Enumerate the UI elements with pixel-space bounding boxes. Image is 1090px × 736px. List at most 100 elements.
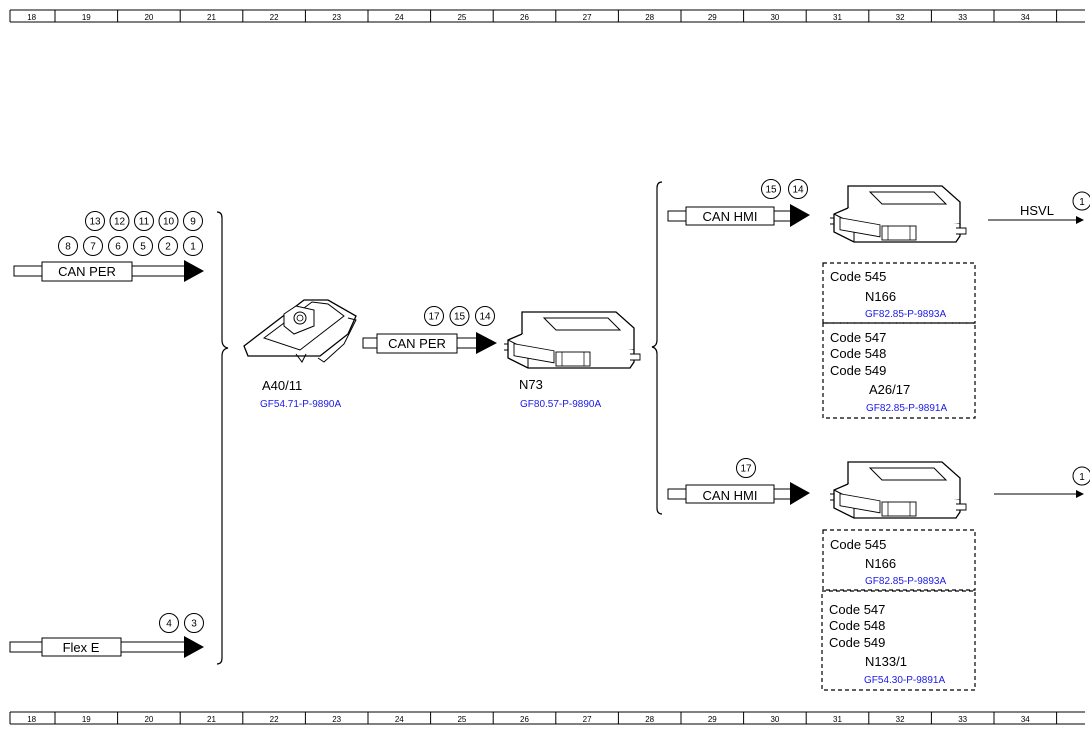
hsvl-output: HSVL 1 — [988, 191, 1090, 224]
upper-box2-code-1: Code 547 — [830, 330, 886, 345]
left-top-marker-number: 10 — [163, 217, 175, 228]
upper-box2-ref-link[interactable]: GF82.85-P-9891A — [866, 403, 947, 414]
left-top-marker-number: 13 — [89, 217, 101, 228]
bottom-ruler-number: 32 — [896, 715, 905, 724]
bottom-ruler-number: 28 — [645, 715, 654, 724]
mid-marker-circle — [424, 306, 444, 326]
lower-output: 1 — [994, 466, 1090, 498]
bottom-ruler-number: 25 — [457, 715, 466, 724]
upper-marker-circle — [788, 179, 808, 199]
left-bottom-marker-number: 1 — [190, 242, 196, 253]
a40-name: A40/11 — [262, 378, 302, 393]
mid-bus-label: CAN PER — [388, 336, 446, 351]
bottom-ruler-number: 24 — [395, 715, 404, 724]
upper-marker-circle — [761, 179, 781, 199]
bottom-ruler-number: 20 — [144, 715, 153, 724]
left-can-per-bus: CAN PER — [13, 260, 204, 282]
top-ruler-number: 22 — [270, 13, 279, 22]
left-brace — [216, 211, 229, 665]
left-top-marker-circle — [134, 211, 154, 231]
bottom-ruler-number: 21 — [207, 715, 216, 724]
lower-out-marker: 1 — [1079, 472, 1085, 483]
top-ruler-number: 26 — [520, 13, 529, 22]
mid-marker-circle — [475, 306, 495, 326]
bottom-ruler-number: 33 — [958, 715, 967, 724]
lower-marker-circle — [736, 458, 756, 478]
top-ruler-number: 28 — [645, 13, 654, 22]
upper-box-1: Code 545 N166 GF82.85-P-9893A — [822, 262, 976, 324]
top-ruler-number: 25 — [457, 13, 466, 22]
bottom-ruler-number: 30 — [770, 715, 779, 724]
top-ruler-number: 33 — [958, 13, 967, 22]
right-brace — [651, 181, 663, 515]
lower-box2-code-1: Code 547 — [829, 602, 885, 617]
mid-marker-circle — [449, 306, 470, 326]
bottom-ruler-number: 18 — [27, 715, 36, 724]
left-bottom-marker-number: 8 — [65, 242, 71, 253]
upper-box2-name: A26/17 — [869, 382, 910, 397]
upper-box1-ref-link[interactable]: GF82.85-P-9893A — [865, 309, 946, 320]
bottom-ruler-number: 22 — [270, 715, 279, 724]
lower-box1-ref-link[interactable]: GF82.85-P-9893A — [865, 576, 946, 587]
a40-11-display-unit — [243, 299, 357, 363]
left-top-marker-circle — [109, 211, 130, 231]
bottom-ruler-number: 19 — [82, 715, 91, 724]
mid-can-per-bus: CAN PER — [362, 332, 497, 354]
lower-control-unit — [829, 461, 967, 519]
top-ruler-number: 27 — [583, 13, 592, 22]
left-bottom-marker-circle — [108, 236, 128, 256]
bottom-ruler-number: 23 — [332, 715, 341, 724]
flex-bus-label: Flex E — [63, 640, 100, 655]
upper-marker-number: 14 — [792, 185, 804, 196]
left-top-marker-circle — [183, 211, 203, 231]
bottom-ruler-number: 29 — [708, 715, 717, 724]
top-ruler-number: 18 — [27, 13, 36, 22]
a40-ref-link[interactable]: GF54.71-P-9890A — [260, 399, 341, 410]
left-bottom-marker-number: 2 — [165, 242, 171, 253]
lower-bus-label: CAN HMI — [703, 488, 758, 503]
left-bottom-marker-number: 6 — [115, 242, 121, 253]
top-ruler-number: 30 — [770, 13, 779, 22]
lower-box-2: Code 547 Code 548 Code 549 N133/1 GF54.3… — [821, 590, 976, 691]
mid-marker-number: 17 — [428, 312, 440, 323]
lower-box2-code-3: Code 549 — [829, 635, 885, 650]
top-ruler-number: 20 — [144, 13, 153, 22]
top-ruler-number: 21 — [207, 13, 216, 22]
bottom-ruler-number: 34 — [1021, 715, 1030, 724]
lower-box-1: Code 545 N166 GF82.85-P-9893A — [822, 529, 976, 591]
n73-control-unit — [503, 311, 641, 369]
left-top-marker-circle — [85, 211, 105, 231]
upper-out-marker: 1 — [1079, 197, 1085, 208]
top-ruler-number: 24 — [395, 13, 404, 22]
left-top-marker-number: 9 — [190, 217, 196, 228]
flex-marker-circle — [159, 613, 179, 633]
left-bus-label: CAN PER — [58, 264, 116, 279]
bottom-ruler-number: 27 — [583, 715, 592, 724]
lower-box2-code-2: Code 548 — [829, 618, 885, 633]
top-ruler-number: 31 — [833, 13, 842, 22]
upper-box1-code-1: Code 545 — [830, 269, 886, 284]
top-ruler-number: 32 — [896, 13, 905, 22]
lower-box2-ref-link[interactable]: GF54.30-P-9891A — [864, 675, 945, 686]
left-bottom-marker-circle — [158, 236, 178, 256]
top-ruler-number: 34 — [1021, 13, 1030, 22]
top-ruler-number: 23 — [332, 13, 341, 22]
left-bottom-marker-circle — [83, 236, 103, 256]
left-bottom-marker-number: 7 — [90, 242, 96, 253]
bottom-ruler-number: 26 — [520, 715, 529, 724]
upper-marker-number: 15 — [765, 185, 777, 196]
flex-marker-circle — [184, 613, 204, 633]
upper-control-unit — [829, 185, 967, 243]
left-bottom-marker-circle — [58, 236, 78, 256]
flex-marker-number: 4 — [166, 619, 172, 630]
n73-ref-link[interactable]: GF80.57-P-9890A — [520, 399, 601, 410]
upper-box-2: Code 547 Code 548 Code 549 A26/17 GF82.8… — [822, 322, 976, 419]
lower-bus-markers: 17 — [736, 458, 756, 478]
